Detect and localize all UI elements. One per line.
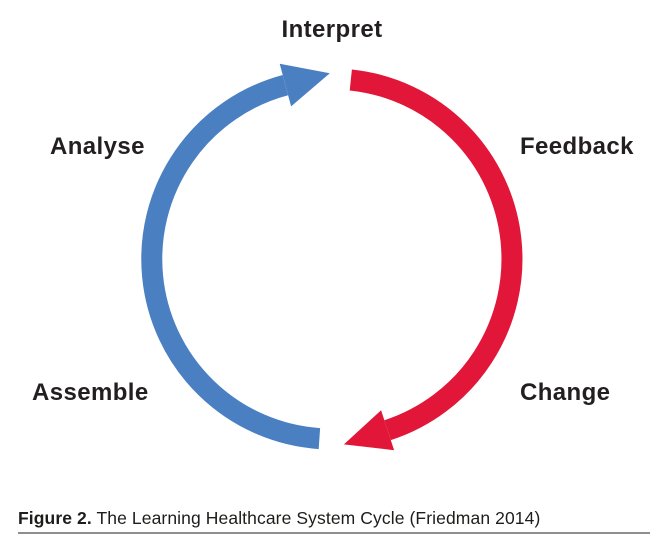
cycle-label-analyse: Analyse xyxy=(50,133,145,160)
cycle-label-interpret: Interpret xyxy=(281,16,383,43)
cycle-label-change: Change xyxy=(520,379,611,406)
cycle-label-feedback: Feedback xyxy=(520,133,634,160)
red-arrowhead-icon xyxy=(343,410,395,451)
red-arc xyxy=(349,69,523,441)
figure-caption: Figure 2. The Learning Healthcare System… xyxy=(18,508,540,529)
figure-caption-number: Figure 2. xyxy=(18,508,92,528)
cycle-label-assemble: Assemble xyxy=(32,379,149,406)
blue-arrowhead-icon xyxy=(279,63,330,107)
caption-divider xyxy=(18,532,650,534)
figure-caption-text: The Learning Healthcare System Cycle (Fr… xyxy=(96,508,541,528)
blue-arc xyxy=(141,74,321,450)
